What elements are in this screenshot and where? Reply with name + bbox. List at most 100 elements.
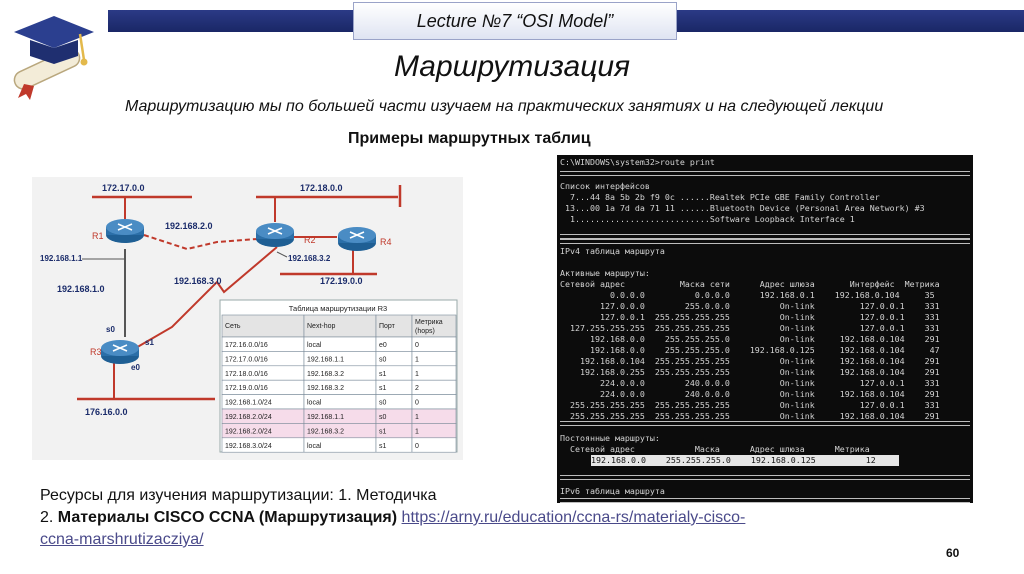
console-separator: [560, 475, 970, 480]
table-cell-text: s0: [379, 400, 387, 407]
console-line: Сетевой адрес Маска сети Адрес шлюза Инт…: [560, 279, 940, 289]
console-line: Активные маршруты:: [560, 268, 650, 278]
table-cell-text: 0: [415, 400, 419, 407]
resources-prefix: Ресурсы для изучения маршрутизации: 1. М…: [40, 487, 437, 504]
router-r4-icon: [338, 227, 376, 251]
table-cell-text: s1: [379, 385, 387, 392]
table-cell-text: 1: [415, 414, 419, 421]
console-line: 192.168.0.255 255.255.255.255 On-link 19…: [560, 367, 940, 377]
network-diagram: 172.17.0.0 172.18.0.0 192.168.2.0 192.16…: [32, 177, 463, 460]
table-cell-text: 1: [415, 356, 419, 363]
table-cell-text: 192.168.3.2: [307, 385, 344, 392]
router-r2-icon: [256, 223, 294, 247]
console-line: 7...44 8a 5b 2b f9 0c ......Realtek PCIe…: [560, 192, 880, 202]
table-cell-text: s0: [379, 414, 387, 421]
console-line: 127.0.0.0 255.0.0.0 On-link 127.0.0.1 33…: [560, 301, 940, 311]
label-port-e0: e0: [131, 363, 140, 372]
console-separator: [560, 498, 970, 503]
table-cell-text: 192.168.2.0/24: [225, 428, 272, 435]
table-cell-text: 192.168.2.0/24: [225, 414, 272, 421]
resources-link-part2: ccna-marshrutizacziya/: [40, 531, 204, 548]
table-header-label: Порт: [379, 323, 396, 330]
table-cell-text: 192.168.3.2: [307, 371, 344, 378]
table-cell-text: local: [307, 443, 322, 450]
routing-table-title: Таблица маршрутизации R3: [289, 304, 387, 313]
label-router-r1: R1: [92, 231, 104, 241]
console-line: 192.168.0.0 255.255.255.0 On-link 192.16…: [560, 334, 940, 344]
label-router-r2: R2: [304, 235, 316, 245]
mortarboard-icon: [14, 16, 94, 66]
router-r3-icon: [101, 340, 139, 364]
table-cell-text: s1: [379, 443, 387, 450]
console-line: 255.255.255.255 255.255.255.255 On-link …: [560, 400, 940, 410]
label-net-192-168-3: 192.168.3.0: [174, 276, 222, 286]
resources-link[interactable]: https://arny.ru/education/ccna-rs/materi…: [402, 509, 746, 526]
table-cell-text: 192.168.3.0/24: [225, 443, 272, 450]
router-r1-icon: [106, 219, 144, 243]
table-cell-text: 2: [415, 385, 419, 392]
resources-line-3: ccna-marshrutizacziya/: [40, 529, 940, 551]
lecture-title-box: Lecture №7 “OSI Model”: [353, 2, 677, 40]
table-header-label: Метрика: [415, 319, 443, 326]
console-line: 127.0.0.1 255.255.255.255 On-link 127.0.…: [560, 312, 940, 322]
table-cell-text: s0: [379, 356, 387, 363]
examples-heading: Примеры маршрутных таблиц: [348, 130, 591, 147]
label-net-172-17: 172.17.0.0: [102, 183, 145, 193]
table-cell: [411, 437, 457, 453]
resources-link-continued[interactable]: ccna-marshrutizacziya/: [40, 531, 204, 548]
table-cell-text: local: [307, 342, 322, 349]
label-port-s1: s1: [145, 338, 154, 347]
table-header-label-line2: (hops): [415, 328, 435, 335]
label-addr-192-168-1-1: 192.168.1.1: [40, 254, 83, 263]
table-cell-text: 192.168.1.0/24: [225, 400, 272, 407]
console-line: IPv6 таблица маршрута: [560, 486, 665, 496]
table-cell-text: e0: [379, 342, 387, 349]
label-net-172-18: 172.18.0.0: [300, 183, 343, 193]
console-separator: [560, 239, 970, 244]
console-separator: [560, 234, 970, 239]
resources-item2-title: Материалы CISCO CCNA (Маршрутизация): [57, 509, 398, 526]
label-net-172-19: 172.19.0.0: [320, 276, 363, 286]
console-line: Постоянные маршруты:: [560, 433, 660, 443]
console-line: 224.0.0.0 240.0.0.0 On-link 192.168.0.10…: [560, 389, 940, 399]
table-cell-text: 0: [415, 342, 419, 349]
console-line: 192.168.0.104 255.255.255.255 On-link 19…: [560, 356, 940, 366]
table-cell-text: 1: [415, 428, 419, 435]
label-net-192-168-1: 192.168.1.0: [57, 284, 105, 294]
console-separator: [560, 171, 970, 176]
resources-item2-label: 2.: [40, 509, 58, 526]
table-cell-text: 192.168.1.1: [307, 414, 344, 421]
table-header-label: Next-hop: [307, 323, 336, 330]
table-cell-text: 172.19.0.0/16: [225, 385, 268, 392]
label-router-r3: R3: [90, 347, 102, 357]
page-number: 60: [946, 546, 960, 560]
table-cell-text: 0: [415, 443, 419, 450]
label-router-r4: R4: [380, 237, 392, 247]
console-line: Список интерфейсов: [560, 181, 650, 191]
intro-text: Маршрутизацию мы по большей части изучае…: [125, 98, 884, 115]
table-cell-text: 172.16.0.0/16: [225, 342, 268, 349]
console-line: 192.168.0.0 255.255.255.0 192.168.0.125 …: [560, 345, 940, 355]
link-r3-r2: [133, 246, 278, 350]
console-line: IPv4 таблица маршрута: [560, 246, 665, 256]
console-line: 127.255.255.255 255.255.255.255 On-link …: [560, 323, 940, 333]
table-cell-text: 1: [415, 371, 419, 378]
page-title: Маршрутизация: [393, 50, 631, 83]
console-line: 13...00 1a 7d da 71 11 ......Bluetooth D…: [560, 203, 925, 213]
routing-table: Сеть Next-hop Порт Метрика (hops) 172.16.0.0/…: [221, 314, 457, 453]
table-cell-text: s1: [379, 428, 387, 435]
table-cell-text: local: [307, 400, 322, 407]
console-line: 192.168.0.0 255.255.255.0 192.168.0.125 …: [591, 455, 899, 466]
callout-r2: [276, 251, 288, 258]
network-diagram-svg: 172.17.0.0 172.18.0.0 192.168.2.0 192.16…: [40, 183, 458, 453]
console-line: Сетевой адрес Маска Адрес шлюза Метрика: [560, 444, 870, 454]
table-header-label: Сеть: [225, 323, 241, 330]
console-line: 0.0.0.0 0.0.0.0 192.168.0.1 192.168.0.10…: [560, 290, 935, 300]
console-line: 1...........................Software Loo…: [560, 214, 855, 224]
table-cell-text: 172.18.0.0/16: [225, 371, 268, 378]
table-cell-text: 192.168.1.1: [307, 356, 344, 363]
table-cell-text: 192.168.3.2: [307, 428, 344, 435]
resources-line-2: 2. Материалы CISCO CCNA (Маршрутизация) …: [40, 507, 940, 529]
console-separator: [560, 421, 970, 426]
